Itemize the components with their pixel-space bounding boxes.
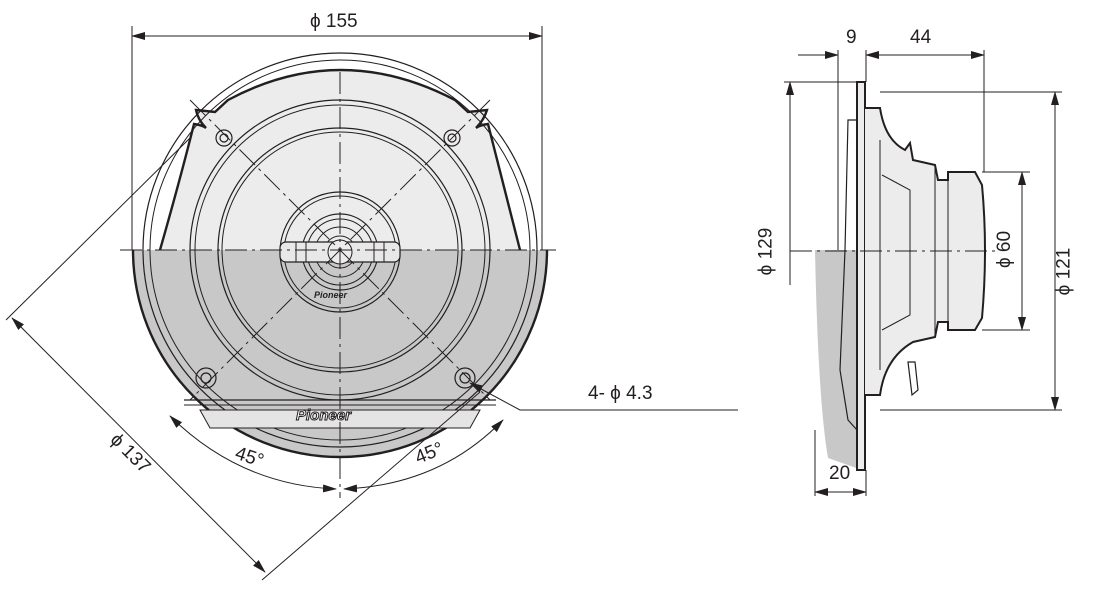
angle-arc-right [343,419,504,493]
flange-thickness-label: 9 [846,27,857,48]
center-brand-logo: Pioneer [314,290,348,300]
brand-logo: Pioneer [295,407,352,424]
outer-diameter-label: ϕ 155 [310,11,358,32]
depth-label: 44 [910,27,932,48]
angle-arc-left [169,415,337,493]
side-terminal [907,361,919,397]
flange-diameter-label: ϕ 129 [755,227,777,276]
grille-height-label: 20 [829,463,851,484]
side-flange [856,81,866,471]
magnet-diameter-label: ϕ 60 [994,230,1016,269]
side-view [784,50,1062,496]
hole-spec-label: 4- ϕ 4.3 [588,383,653,404]
front-view [5,26,738,581]
hole-leader [469,382,738,411]
dim-137-line [11,317,266,573]
cutout-diameter-label: ϕ 121 [1053,247,1075,296]
ring-outer [142,52,538,448]
